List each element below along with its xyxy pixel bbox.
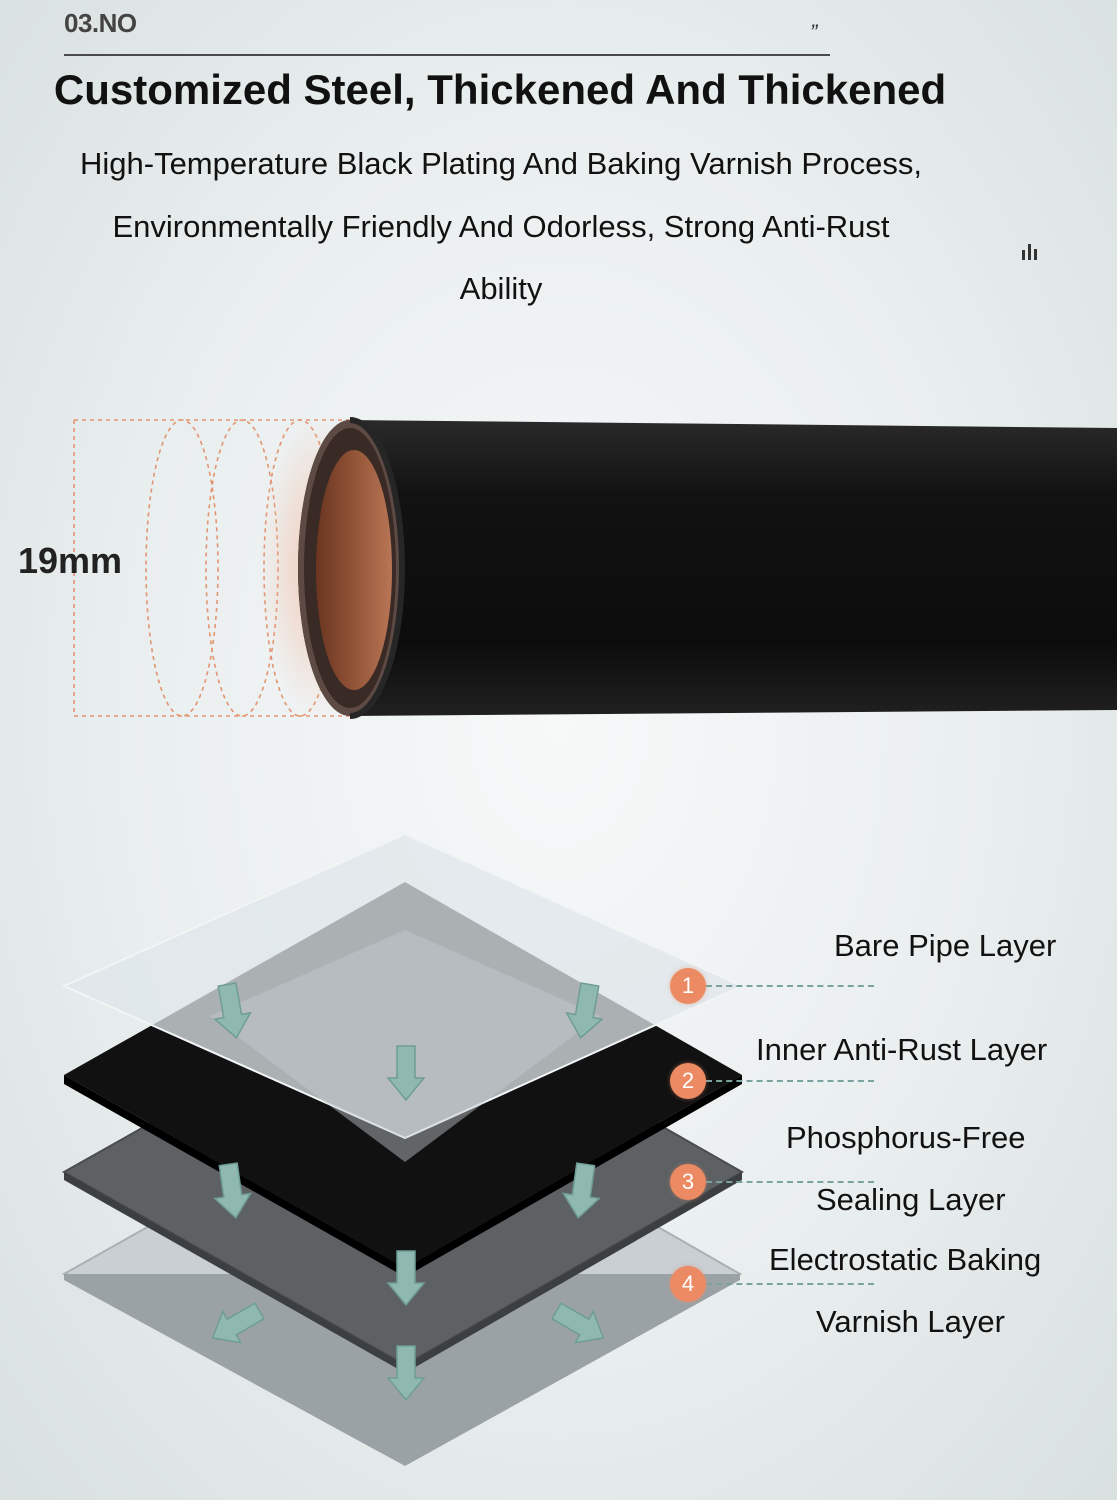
pipe-illustration	[73, 417, 1117, 719]
layer-3-label-line-1: Phosphorus-Free	[786, 1120, 1026, 1155]
description-line-1: High-Temperature Black Plating And Bakin…	[79, 146, 922, 181]
layer-1-plate	[61, 832, 745, 1140]
layers-illustration	[61, 832, 745, 1466]
layer-1-number-badge: 1	[670, 968, 706, 1004]
layer-1-leader-line	[706, 985, 874, 987]
layer-2-number-badge: 2	[670, 1063, 706, 1099]
layer-4-leader-line	[706, 1283, 874, 1285]
layer-4-label-line-1: Electrostatic Baking	[769, 1242, 1042, 1277]
layer-3-leader-line	[706, 1181, 874, 1183]
layer-3-number-badge: 3	[670, 1164, 706, 1200]
layer-4-label-line-2: Varnish Layer	[816, 1304, 1005, 1339]
layer-2-label: Inner Anti-Rust Layer	[756, 1032, 1048, 1067]
layer-1-label: Bare Pipe Layer	[834, 928, 1057, 963]
quote-mark: ”	[810, 20, 818, 45]
bar-chart-icon	[1022, 244, 1037, 260]
headline: Customized Steel, Thickened And Thickene…	[53, 66, 947, 113]
header-rule	[64, 54, 830, 56]
description-line-2: Environmentally Friendly And Odorless, S…	[112, 209, 890, 244]
description-line-3: Ability	[459, 271, 543, 306]
layer-3-label-line-2: Sealing Layer	[816, 1182, 1006, 1217]
layer-4-number-badge: 4	[670, 1266, 706, 1302]
diameter-label: 19mm	[18, 540, 123, 581]
pipe-body	[298, 420, 1117, 716]
section-number: 03.NO	[64, 8, 137, 38]
layer-2-leader-line	[706, 1080, 874, 1082]
pipe-inner-wall	[316, 450, 392, 690]
